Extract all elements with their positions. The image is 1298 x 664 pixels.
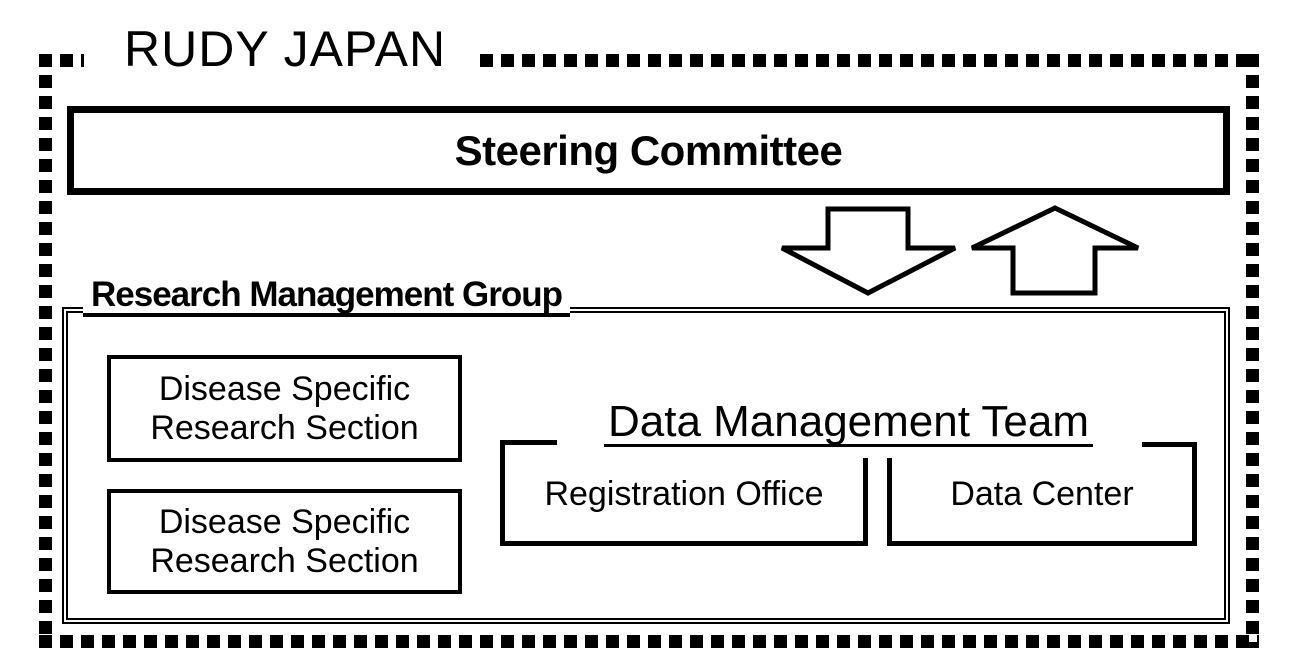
flow-arrows [780, 205, 1140, 296]
data-management-team-title: Data Management Team [500, 400, 1197, 447]
registration-office-bracket-bottom [500, 541, 868, 546]
data-center-label: Data Center [950, 475, 1134, 513]
data-center-bracket-bottom [887, 541, 1197, 546]
data-center-bracket-right [1192, 442, 1197, 546]
disease-section-2-line2: Research Section [150, 541, 419, 580]
disease-section-1-line2: Research Section [150, 408, 419, 447]
up-arrow-icon [970, 205, 1140, 296]
registration-office-bracket-top-stub [500, 440, 557, 445]
research-management-group-label: Research Management Group [83, 276, 570, 317]
data-center-bracket-top-stub [1142, 442, 1197, 447]
dotted-border-left [39, 54, 52, 648]
data-management-team-label: Data Management Team [603, 400, 1093, 447]
org-title: RUDY JAPAN [84, 22, 472, 78]
registration-office-bracket-right [863, 458, 868, 546]
disease-section-box-2: Disease Specific Research Section [107, 489, 462, 594]
dotted-border-bottom [39, 635, 1259, 648]
disease-section-1-line1: Disease Specific [158, 369, 411, 408]
registration-office-bracket-left [500, 440, 505, 546]
data-center-bracket-left [887, 458, 892, 546]
steering-committee-label: Steering Committee [454, 126, 843, 174]
registration-office-label: Registration Office [544, 475, 824, 513]
steering-committee-box: Steering Committee [67, 106, 1230, 195]
disease-section-2-line1: Disease Specific [158, 502, 411, 541]
research-management-group-box [62, 307, 1230, 624]
dotted-border-right [1246, 54, 1259, 648]
disease-section-box-1: Disease Specific Research Section [107, 355, 462, 462]
down-arrow-icon [780, 206, 957, 296]
